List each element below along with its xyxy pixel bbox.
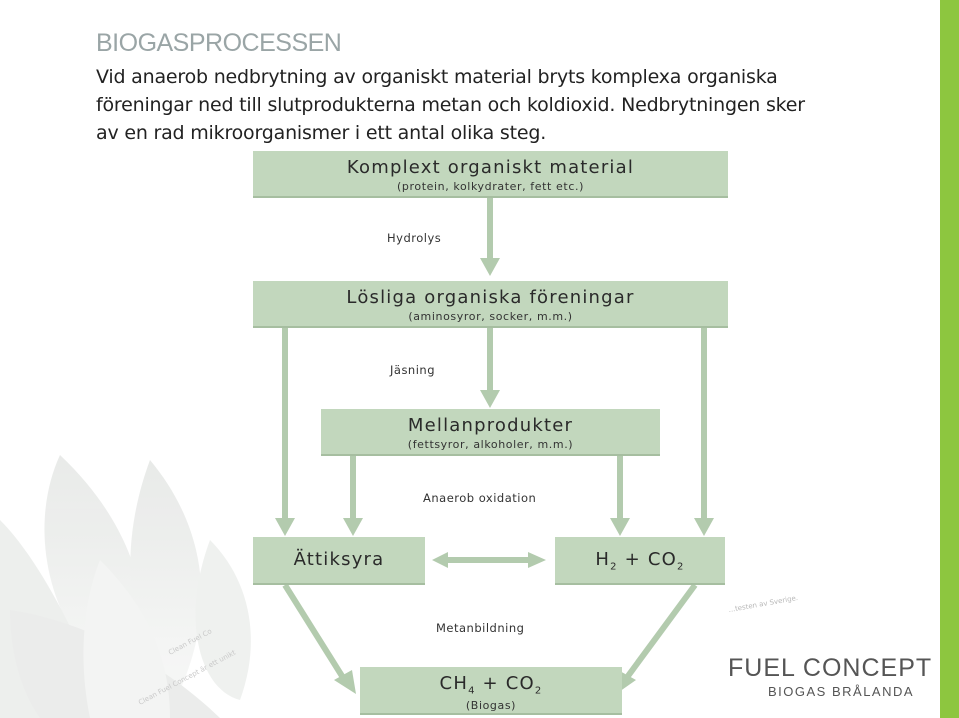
intro-line: föreningar ned till slutprodukterna meta… bbox=[96, 94, 805, 116]
box-soluble-compounds-sub: (aminosyror, socker, m.m.) bbox=[408, 310, 573, 323]
box-intermediate-products: Mellanprodukter (fettsyror, alkoholer, m… bbox=[321, 409, 660, 456]
box-biogas-title: CH4 + CO2 bbox=[360, 673, 622, 697]
formula-h: H bbox=[595, 549, 611, 570]
label-metanbildning: Metanbildning bbox=[436, 621, 525, 635]
formula-ch: CH bbox=[439, 673, 469, 694]
box-acetic-acid: Ättiksyra bbox=[253, 537, 425, 585]
box-intermediate-products-title: Mellanprodukter bbox=[407, 415, 574, 436]
formula-h-sub: 2 bbox=[610, 561, 618, 573]
label-anaerob-oxidation: Anaerob oxidation bbox=[423, 491, 537, 505]
formula-co: + CO bbox=[617, 549, 677, 570]
box-complex-material-sub: (protein, kolkydrater, fett etc.) bbox=[397, 180, 584, 193]
logo-biogas-bralanda: BIOGAS BRÅLANDA bbox=[768, 684, 915, 699]
box-intermediate-products-sub: (fettsyror, alkoholer, m.m.) bbox=[407, 438, 574, 451]
box-soluble-compounds-title: Lösliga organiska föreningar bbox=[346, 287, 635, 308]
formula-co-sub: 2 bbox=[677, 561, 685, 573]
formula-ch-sub: 4 bbox=[468, 685, 476, 697]
logo-fuel-concept: FUEL CONCEPT bbox=[728, 654, 933, 682]
intro-line: av en rad mikroorganismer i ett antal ol… bbox=[96, 122, 547, 144]
box-complex-material: Komplext organiskt material (protein, ko… bbox=[253, 151, 728, 198]
accent-sidebar-bar bbox=[940, 0, 959, 718]
label-hydrolys: Hydrolys bbox=[387, 231, 442, 245]
box-h2-co2-title: H2 + CO2 bbox=[555, 549, 725, 573]
box-soluble-compounds: Lösliga organiska föreningar (aminosyror… bbox=[253, 281, 728, 328]
formula-co: + CO bbox=[475, 673, 535, 694]
box-biogas-sub: (Biogas) bbox=[465, 698, 517, 712]
intro-line: Vid anaerob nedbrytning av organiskt mat… bbox=[96, 66, 778, 88]
box-h2-co2: H2 + CO2 bbox=[555, 537, 725, 585]
label-jasning: Jäsning bbox=[390, 363, 436, 377]
box-complex-material-title: Komplext organiskt material bbox=[346, 157, 635, 178]
formula-co-sub: 2 bbox=[534, 685, 543, 697]
intro-paragraph: Vid anaerob nedbrytning av organiskt mat… bbox=[96, 63, 856, 147]
page-title: BIOGASPROCESSEN bbox=[96, 29, 342, 57]
box-acetic-acid-title: Ättiksyra bbox=[293, 549, 385, 570]
box-biogas: CH4 + CO2 (Biogas) bbox=[360, 667, 622, 715]
